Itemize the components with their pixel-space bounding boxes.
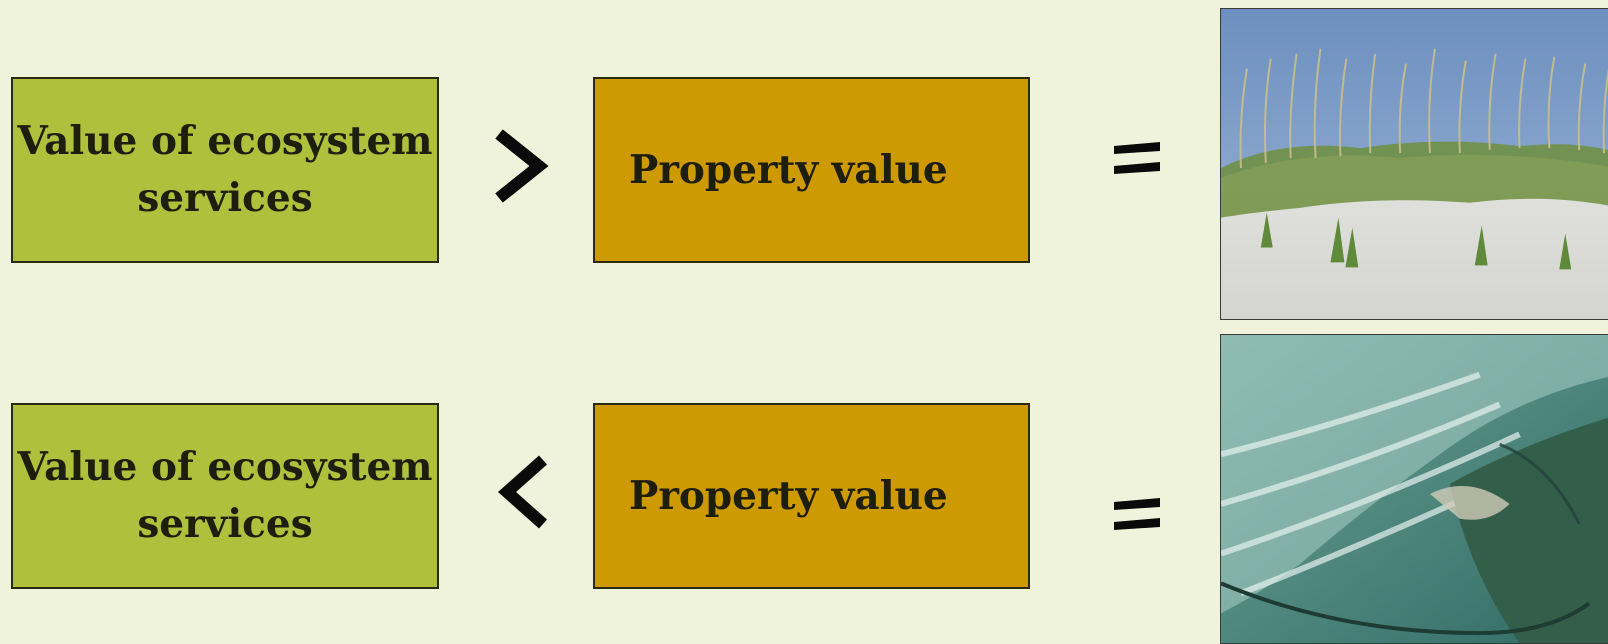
- less-than-sign: [497, 452, 557, 532]
- eroded-coastline-aerial-photo: [1220, 334, 1608, 644]
- ecosystem-value-box-2: Value of ecosystem services: [11, 403, 439, 589]
- property-value-box-2: Property value: [593, 403, 1030, 589]
- greater-than-sign: [493, 126, 553, 206]
- ecosystem-value-label-1: Value of ecosystem services: [17, 118, 433, 221]
- property-value-box-1: Property value: [593, 77, 1030, 263]
- property-value-label-2: Property value: [629, 472, 948, 519]
- beach-dune-grass-photo: [1220, 8, 1608, 320]
- equals-sign-1: [1112, 141, 1162, 177]
- ecosystem-value-label-2: Value of ecosystem services: [17, 444, 433, 547]
- equals-sign-2: [1112, 497, 1162, 533]
- property-value-label-1: Property value: [629, 146, 948, 193]
- ecosystem-value-box-1: Value of ecosystem services: [11, 77, 439, 263]
